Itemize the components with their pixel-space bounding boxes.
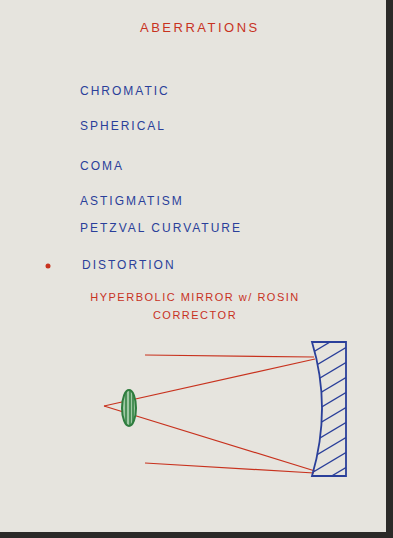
aberration-name: CHROMATIC (80, 82, 170, 101)
aberration-name: SPHERICAL (80, 117, 166, 136)
hyperbolic-mirror (300, 330, 350, 510)
rosin-corrector-lens (122, 390, 136, 426)
paper (0, 0, 386, 532)
title: ABERRATIONS (140, 18, 260, 39)
light-rays (104, 355, 315, 473)
aberration-name: PETZVAL CURVATURE (80, 219, 242, 238)
diagram-caption: HYPERBOLIC MIRROR w/ ROSIN CORRECTOR (70, 289, 320, 324)
bullet-dot (46, 264, 51, 269)
aberration-name: ASTIGMATISM (80, 192, 184, 211)
aberration-name: COMA (80, 157, 124, 176)
aberration-name: DISTORTION (82, 256, 176, 275)
